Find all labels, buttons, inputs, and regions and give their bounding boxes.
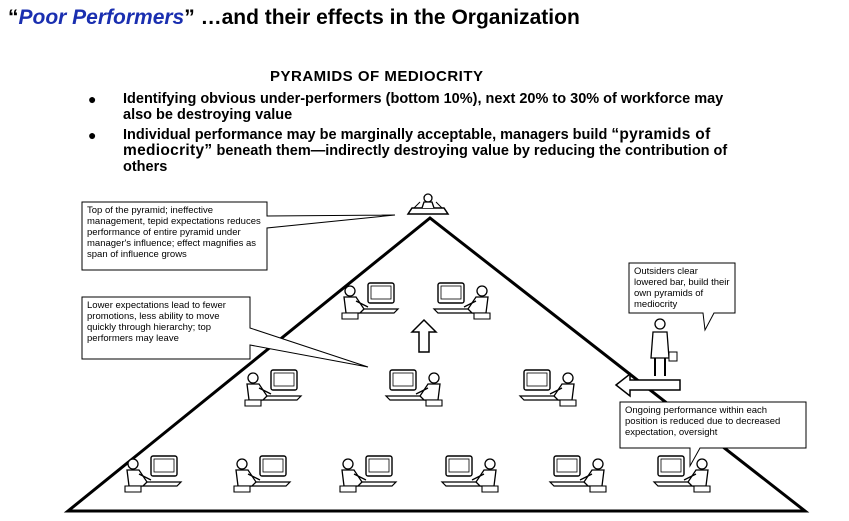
bullet-bold-phrase: “pyramids of mediocrity” <box>123 126 711 159</box>
callout-top-text: Top of the pyramid; ineffective manageme… <box>87 205 261 260</box>
callout-lower-text: Lower expectations lead to fewer promoti… <box>87 300 226 344</box>
worker-at-computer-icon <box>548 455 607 493</box>
callout-outsiders-text: Outsiders clear lowered bar, build their… <box>634 266 730 310</box>
diagram-heading: PYRAMIDS OF MEDIOCRITY <box>270 68 484 85</box>
title-highlight: Poor Performers <box>18 6 185 29</box>
callout-top-box <box>81 201 396 271</box>
callout-outsiders-box <box>628 262 736 332</box>
open-quote: “ <box>8 6 19 29</box>
up-arrow-icon <box>410 318 438 353</box>
bullet-dot-icon: ● <box>88 91 97 107</box>
worker-at-computer-icon <box>244 369 303 407</box>
callout-ongoing-text: Ongoing performance within each position… <box>625 405 781 438</box>
callout-lower-box <box>81 296 369 368</box>
left-arrow-icon <box>614 372 681 398</box>
callout-ongoing-box <box>619 401 807 468</box>
bullet-item: ● Individual performance may be marginall… <box>88 126 748 176</box>
bullet-list: ● Identifying obvious under-performers (b… <box>88 91 748 179</box>
slide-title: “Poor Performers” …and their effects in … <box>8 6 580 30</box>
bullet-dot-icon: ● <box>88 127 97 143</box>
bullet-text: Identifying obvious under-performers (bo… <box>123 91 724 123</box>
worker-at-computer-icon <box>339 455 398 493</box>
worker-at-computer-icon <box>384 369 443 407</box>
bullet-text-before: Individual performance may be marginally… <box>123 127 612 143</box>
outsider-person-icon <box>650 318 678 376</box>
worker-at-computer-icon <box>518 369 577 407</box>
worker-at-computer-icon <box>432 282 491 320</box>
manager-at-desk-icon <box>406 193 450 215</box>
pyramid-outline <box>63 216 810 513</box>
worker-at-computer-icon <box>124 455 183 493</box>
worker-at-computer-icon <box>233 455 292 493</box>
bullet-text-after: beneath them—indirectly destroying value… <box>123 143 728 175</box>
worker-at-computer-icon <box>652 455 711 493</box>
title-rest: ” …and their effects in the Organization <box>184 6 580 29</box>
bullet-item: ● Identifying obvious under-performers (b… <box>88 91 748 123</box>
worker-at-computer-icon <box>341 282 400 320</box>
worker-at-computer-icon <box>440 455 499 493</box>
